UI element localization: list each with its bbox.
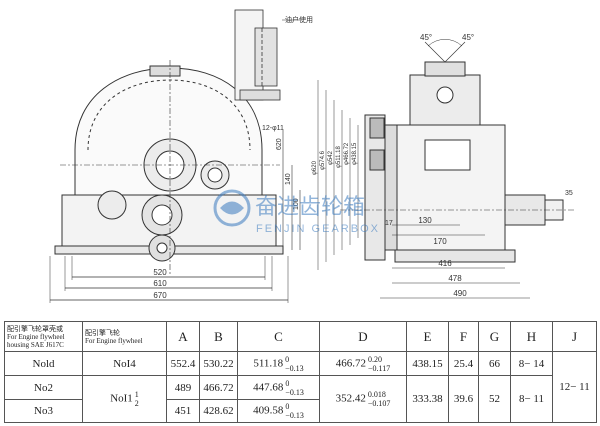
callout-label: 油户使用 [285,15,313,24]
cell-g: 52 [478,375,511,423]
dim-610: 610 [153,279,167,288]
dia-label-2: φ574.6 [320,150,326,170]
cell-b: 428.62 [199,399,238,423]
table-header-row: 配引擎飞轮罩壳或 For Engine flywheel housing SAE… [4,321,597,352]
dim-620: 620 [276,138,283,150]
header-h: H [510,321,553,352]
cell-a: 451 [166,399,200,423]
dim-140: 140 [285,173,292,185]
dia-label-4: φ511.18 [336,146,342,168]
cell-j: 12− 11 [552,351,597,423]
angle-right: 45° [462,33,474,42]
section-detail [234,9,300,101]
header-c: C [237,321,320,352]
gearbox-technical-drawing: 520 610 670 620 140 100 12-φ11 油户使用 [49,9,575,303]
cell-housing: No2 [4,375,83,400]
dim-17: 17 [385,220,393,227]
cell-f: 25.4 [448,351,479,376]
cell-b: 530.22 [199,351,238,376]
header-b: B [199,321,238,352]
cell-b: 466.72 [199,375,238,400]
side-gear [97,190,127,220]
dim-416: 416 [438,259,452,268]
cell-housing: No3 [4,399,83,423]
dia-label-5: φ466.72 [344,142,350,165]
dia-label-6: φ438.15 [352,142,358,165]
bore-label: 12-φ11 [262,125,284,132]
dim-520: 520 [153,268,167,277]
cell-e: 333.38 [406,375,449,423]
header-e: E [406,321,449,352]
dim-130: 130 [418,216,432,225]
side-view [317,39,575,299]
dim-478: 478 [448,274,462,283]
header-g: G [478,321,511,352]
watermark-chinese: 奋进齿轮箱 [255,194,365,219]
cell-e: 438.15 [406,351,449,376]
dia-label-3: φ542 [328,150,334,165]
cell-f: 39.6 [448,375,479,423]
dim-35: 35 [565,190,573,197]
dim-490: 490 [453,289,467,298]
cell-h: 8− 14 [510,351,553,376]
header-f: F [448,321,479,352]
header-j: J [552,321,597,352]
dim-170: 170 [433,237,447,246]
watermark-logo [213,189,251,227]
dim-100: 100 [293,198,300,210]
header-flywheel: 配引擎飞轮 For Engine flywheel [82,321,167,352]
watermark-english: FENJIN GEARBOX [256,223,380,235]
dim-670: 670 [153,291,167,300]
angle-left: 45° [420,33,432,42]
header-housing: 配引擎飞轮罩壳或 For Engine flywheel housing SAE… [4,321,83,352]
header-d: D [319,321,407,352]
cell-a: 552.4 [166,351,200,376]
cell-flywheel: NoI4 [82,351,167,376]
cell-h: 8− 11 [510,375,553,423]
spec-table: 配引擎飞轮罩壳或 For Engine flywheel housing SAE… [4,321,597,423]
dia-label-1: φ620 [312,160,318,175]
watermark: 奋进齿轮箱 FENJIN GEARBOX [213,189,380,235]
cell-g: 66 [478,351,511,376]
header-a: A [166,321,200,352]
cell-housing: Nold [4,351,83,376]
cell-a: 489 [166,375,200,400]
